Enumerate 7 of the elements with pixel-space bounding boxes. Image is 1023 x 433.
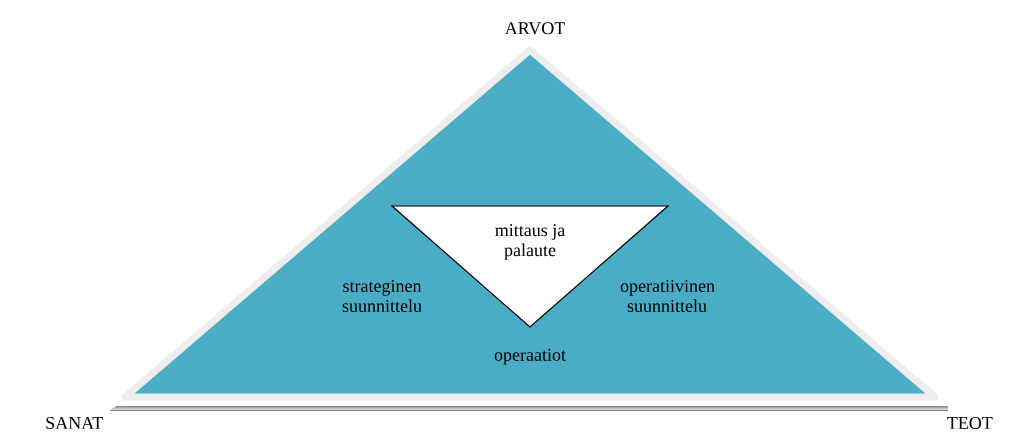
text-label: operatiivinen suunnittelu — [620, 279, 715, 313]
text-label: strateginen suunnittelu — [342, 279, 422, 313]
text-label: mittaus ja palaute — [495, 224, 565, 260]
corner-label: ARVOT — [504, 22, 565, 35]
corner-label: TEOT — [947, 416, 993, 430]
text-label: operaatiot — [494, 348, 566, 365]
corner-label: SANAT — [46, 416, 103, 430]
